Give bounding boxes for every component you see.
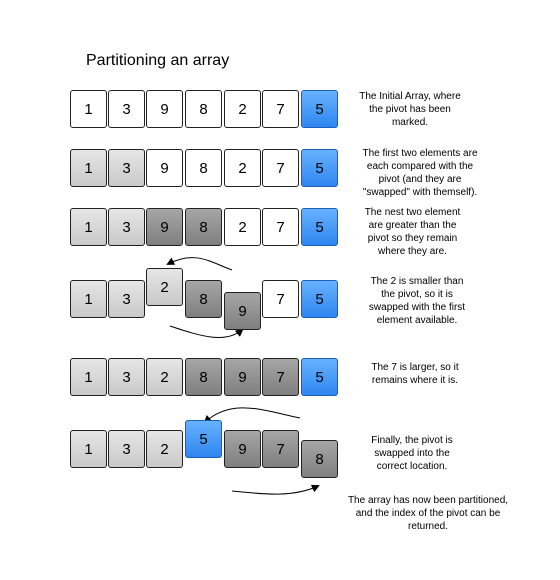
swap-arrow-nine xyxy=(169,325,244,338)
step-note-line: Finally, the pivot is xyxy=(371,435,453,446)
step-note-line: swapped into the xyxy=(374,448,450,459)
swap-arrow-pivot xyxy=(203,407,301,424)
array-cell: 5 xyxy=(301,358,338,396)
final-note: The array has now been partitioned, and t… xyxy=(318,494,538,533)
step-note-line: The 2 is smaller than xyxy=(370,276,464,287)
array-cell: 1 xyxy=(70,280,107,318)
array-cell: 3 xyxy=(108,358,145,396)
array-cell: 3 xyxy=(108,149,145,187)
array-cell: 9 xyxy=(224,430,261,468)
step-note: The 7 is larger, so it remains where it i… xyxy=(350,361,480,387)
array-cell: 5 xyxy=(301,149,338,187)
array-cell: 1 xyxy=(70,208,107,246)
array-cell: 2 xyxy=(146,358,183,396)
step-note: The first two elements are each compared … xyxy=(340,147,500,199)
step-note-line: the pivot, so it is xyxy=(381,289,453,300)
step-note-line: are greater than the xyxy=(368,220,457,231)
array-cell: 8 xyxy=(185,90,222,128)
step-note-line: where they are. xyxy=(378,246,447,257)
step-note-line: The nest two element xyxy=(364,207,461,218)
step-note: The nest two element are greater than the… xyxy=(340,206,485,258)
array-cell: 8 xyxy=(301,440,338,478)
array-cell: 5 xyxy=(185,420,222,458)
array-cell: 3 xyxy=(108,280,145,318)
array-cell: 7 xyxy=(262,90,299,128)
array-cell: 7 xyxy=(262,430,299,468)
array-cell: 2 xyxy=(224,149,261,187)
step-note-line: The 7 is larger, so it xyxy=(371,362,459,373)
array-cell: 8 xyxy=(185,149,222,187)
step-note: Finally, the pivot is swapped into the cor… xyxy=(352,434,472,473)
step-note-line: swapped with the first xyxy=(368,302,466,313)
array-cell: 7 xyxy=(262,208,299,246)
array-cell: 9 xyxy=(146,90,183,128)
array-cell: 9 xyxy=(224,358,261,396)
step-note-line: element available. xyxy=(376,315,458,326)
array-cell: 9 xyxy=(146,149,183,187)
array-cell: 7 xyxy=(262,280,299,318)
array-cell: 1 xyxy=(70,149,107,187)
array-cell: 5 xyxy=(301,208,338,246)
array-cell: 1 xyxy=(70,430,107,468)
step-note-line: remains where it is. xyxy=(371,375,459,386)
diagram-title: Partitioning an array xyxy=(86,52,230,69)
array-cell: 8 xyxy=(185,280,222,318)
array-cell: 8 xyxy=(185,208,222,246)
array-cell: 2 xyxy=(224,90,261,128)
array-cell: 5 xyxy=(301,280,338,318)
array-cell: 3 xyxy=(108,430,145,468)
step-note-line: each compared with the xyxy=(366,161,474,172)
array-cell: 1 xyxy=(70,90,107,128)
step-note-line: The Initial Array, where xyxy=(359,91,461,102)
step-note-line: The first two elements are xyxy=(362,148,478,159)
array-cell: 7 xyxy=(262,358,299,396)
final-note-line: The array has now been partitioned, xyxy=(347,495,509,506)
array-cell: 2 xyxy=(146,430,183,468)
array-cell: 2 xyxy=(146,268,183,306)
array-cell: 2 xyxy=(224,208,261,246)
final-note-line: and the index of the pivot can be xyxy=(355,508,501,519)
step-note-line: pivot so they remain xyxy=(367,233,458,244)
array-cell: 3 xyxy=(108,208,145,246)
step-note-line: "swapped" with themself). xyxy=(362,187,478,198)
array-cell: 7 xyxy=(262,149,299,187)
step-note: The Initial Array, where the pivot has be… xyxy=(340,90,480,129)
array-cell: 9 xyxy=(224,292,261,330)
array-cell: 5 xyxy=(301,90,338,128)
step-note-line: marked. xyxy=(391,117,429,128)
swap-arrow-two xyxy=(166,257,233,271)
step-note-line: pivot (and they are xyxy=(378,174,462,185)
swap-arrow-eight xyxy=(231,484,320,495)
step-note-line: correct location. xyxy=(376,461,448,472)
final-note-line: returned. xyxy=(407,521,449,532)
array-cell: 9 xyxy=(146,208,183,246)
step-note: The 2 is smaller than the pivot, so it is… xyxy=(352,275,482,327)
array-cell: 3 xyxy=(108,90,145,128)
step-note-line: the pivot has been xyxy=(369,104,451,115)
array-cell: 8 xyxy=(185,358,222,396)
array-cell: 1 xyxy=(70,358,107,396)
